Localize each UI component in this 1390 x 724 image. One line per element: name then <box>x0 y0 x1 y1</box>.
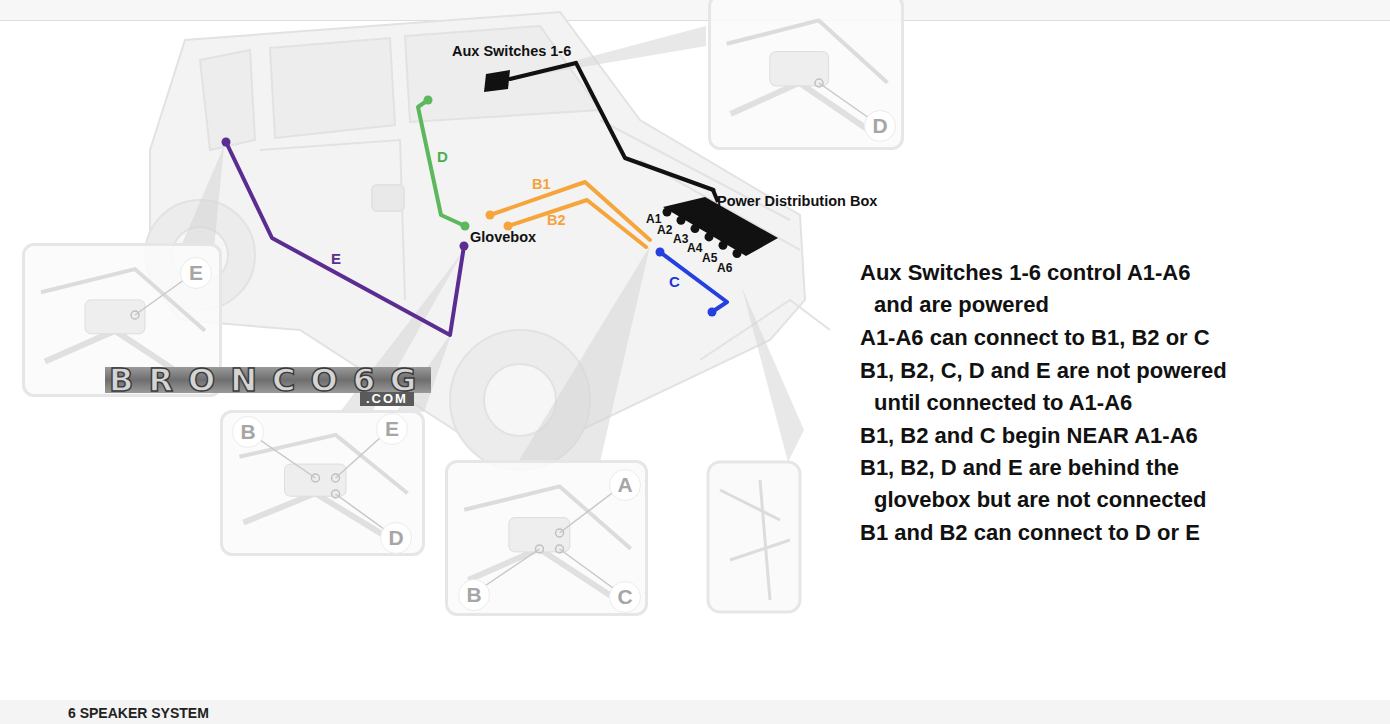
illustration-shape <box>200 50 255 150</box>
illustration-shape <box>222 138 231 147</box>
leader-end <box>312 474 320 482</box>
leader-end <box>556 529 564 537</box>
wire-letter: D <box>437 148 448 165</box>
watermark: BRONCO6G <box>105 367 431 393</box>
wire-letter: E <box>331 250 341 267</box>
callout-letter: A <box>609 469 641 501</box>
pin-symbol <box>705 232 714 241</box>
illustration-shape <box>260 140 405 300</box>
distribution-box: Power Distribution Box <box>640 190 885 268</box>
leader-end <box>815 79 823 87</box>
watermark: .COM <box>360 392 414 406</box>
detail-thumbnail: A B C <box>445 460 648 616</box>
pin-label: A2 <box>657 222 672 239</box>
illustration-shape <box>372 185 404 211</box>
pin-symbol <box>677 216 686 225</box>
note-text: B1, B2, D and E are behind the glovebox … <box>860 452 1232 517</box>
pin-label: A3 <box>673 231 688 248</box>
thumbnail-sketch <box>468 549 610 596</box>
wire-connector <box>576 63 714 190</box>
detail-thumbnail: D <box>708 0 904 150</box>
thumbnail-sketch <box>720 480 790 600</box>
illustration-shape <box>460 242 469 251</box>
thumbnail-sketch <box>85 300 145 334</box>
illustration-shape <box>708 308 717 317</box>
pin-label: A4 <box>687 240 702 257</box>
illustration-shape <box>486 211 495 220</box>
illustration-shape <box>656 248 665 257</box>
top-bar <box>0 0 1390 20</box>
note-text: B1 and B2 can connect to D or E <box>860 517 1280 549</box>
leader-end <box>332 490 340 498</box>
bottom-band <box>0 700 1390 724</box>
detail-thumbnail <box>708 462 800 612</box>
callout-letter: B <box>232 416 264 448</box>
wire-letter: B1 <box>532 176 551 193</box>
thumbnail-sketch <box>731 83 868 130</box>
leader-end <box>556 545 564 553</box>
pin-symbol <box>733 249 742 258</box>
illustration-shape <box>461 222 470 231</box>
illustration-shape <box>270 38 395 138</box>
leader-end <box>332 474 340 482</box>
thumbnail-sketch <box>285 464 347 496</box>
illustration-shape <box>405 26 600 122</box>
illustration-shape <box>518 246 650 462</box>
callout-letter: E <box>376 413 408 445</box>
pin-label: A5 <box>702 250 717 267</box>
leader-end <box>536 545 544 553</box>
thumbnail-sketch <box>509 518 570 552</box>
note-text: Aux Switches 1-6 control A1-A6 and are p… <box>860 257 1226 322</box>
part-label: Aux Switches 1-6 <box>452 43 571 60</box>
pin-symbol <box>663 208 672 217</box>
pin-symbol <box>719 241 728 250</box>
callout-letter: D <box>864 110 896 142</box>
note-text: A1-A6 can connect to B1, B2 or C <box>860 322 1280 354</box>
illustration-shape <box>226 142 464 335</box>
illustration-shape <box>418 100 465 226</box>
location-label: Glovebox <box>470 229 536 246</box>
callout-letter: D <box>380 522 412 554</box>
top-bar-rule <box>0 20 1390 21</box>
section-heading: 6 SPEAKER SYSTEM <box>68 705 209 722</box>
callout-letter: C <box>609 581 641 613</box>
detail-thumbnail: B E D <box>220 410 425 556</box>
pin-symbol <box>691 224 700 233</box>
note-text: B1, B2 and C begin NEAR A1-A6 <box>860 420 1280 452</box>
illustration-shape <box>742 288 804 462</box>
pin-label: A6 <box>717 260 732 277</box>
switch-symbol <box>484 70 510 92</box>
callout-letter: B <box>458 579 490 611</box>
wire-end-dots <box>222 96 717 317</box>
leader-end <box>131 311 139 319</box>
wire-letter: B2 <box>547 212 566 229</box>
callout-letter: E <box>180 257 212 289</box>
illustration-shape <box>424 96 433 105</box>
wire-runs <box>226 100 727 335</box>
thumbnail-sketch <box>770 52 829 86</box>
note-text: B1, B2, C, D and E are not powered until… <box>860 355 1262 420</box>
wire-letter: C <box>669 273 680 290</box>
wire-run <box>510 63 576 79</box>
switch-panel: Aux Switches 1-6 <box>450 40 576 92</box>
part-label: Power Distribution Box <box>717 193 877 210</box>
illustration-shape <box>182 146 224 248</box>
